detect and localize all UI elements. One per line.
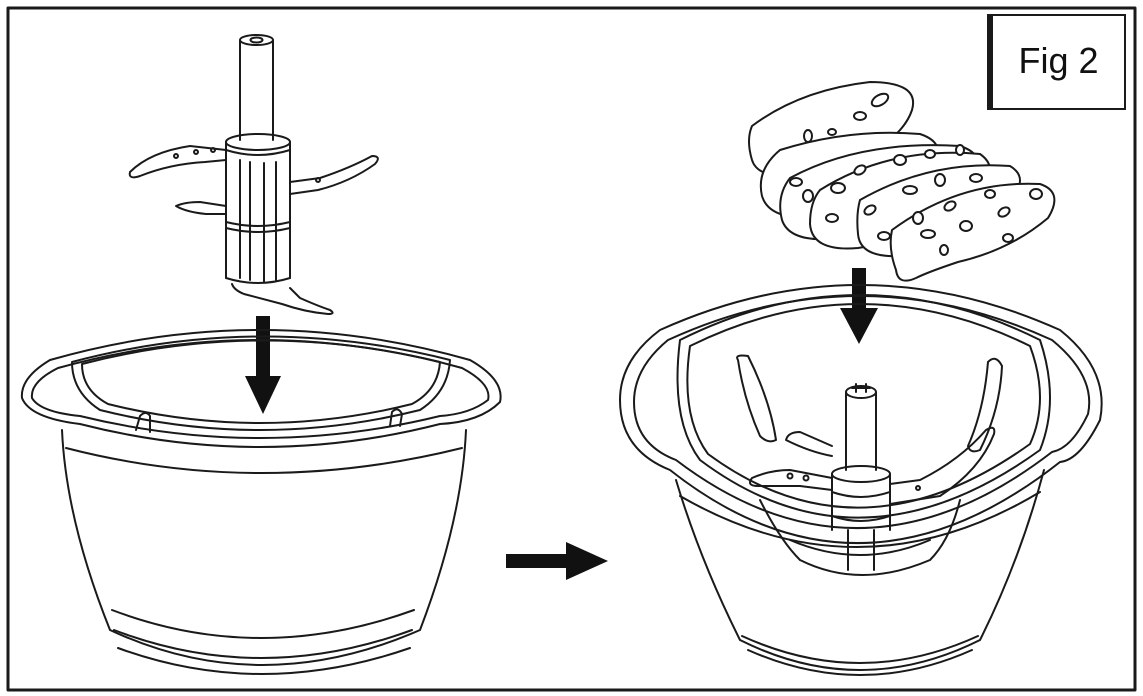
outer-border — [8, 8, 1135, 690]
slice-holes — [790, 91, 1042, 255]
figure-label: Fig 2 — [1018, 40, 1099, 81]
blade-assembly — [130, 35, 378, 314]
bowl-right — [620, 285, 1102, 675]
blade-in-bowl — [750, 384, 994, 575]
arrow-down-icon — [840, 268, 878, 344]
bowl-left — [22, 330, 501, 674]
arrow-right-icon — [506, 542, 608, 580]
figure-label-box: Fig 2 — [987, 14, 1126, 110]
arrow-down-icon — [245, 316, 281, 414]
